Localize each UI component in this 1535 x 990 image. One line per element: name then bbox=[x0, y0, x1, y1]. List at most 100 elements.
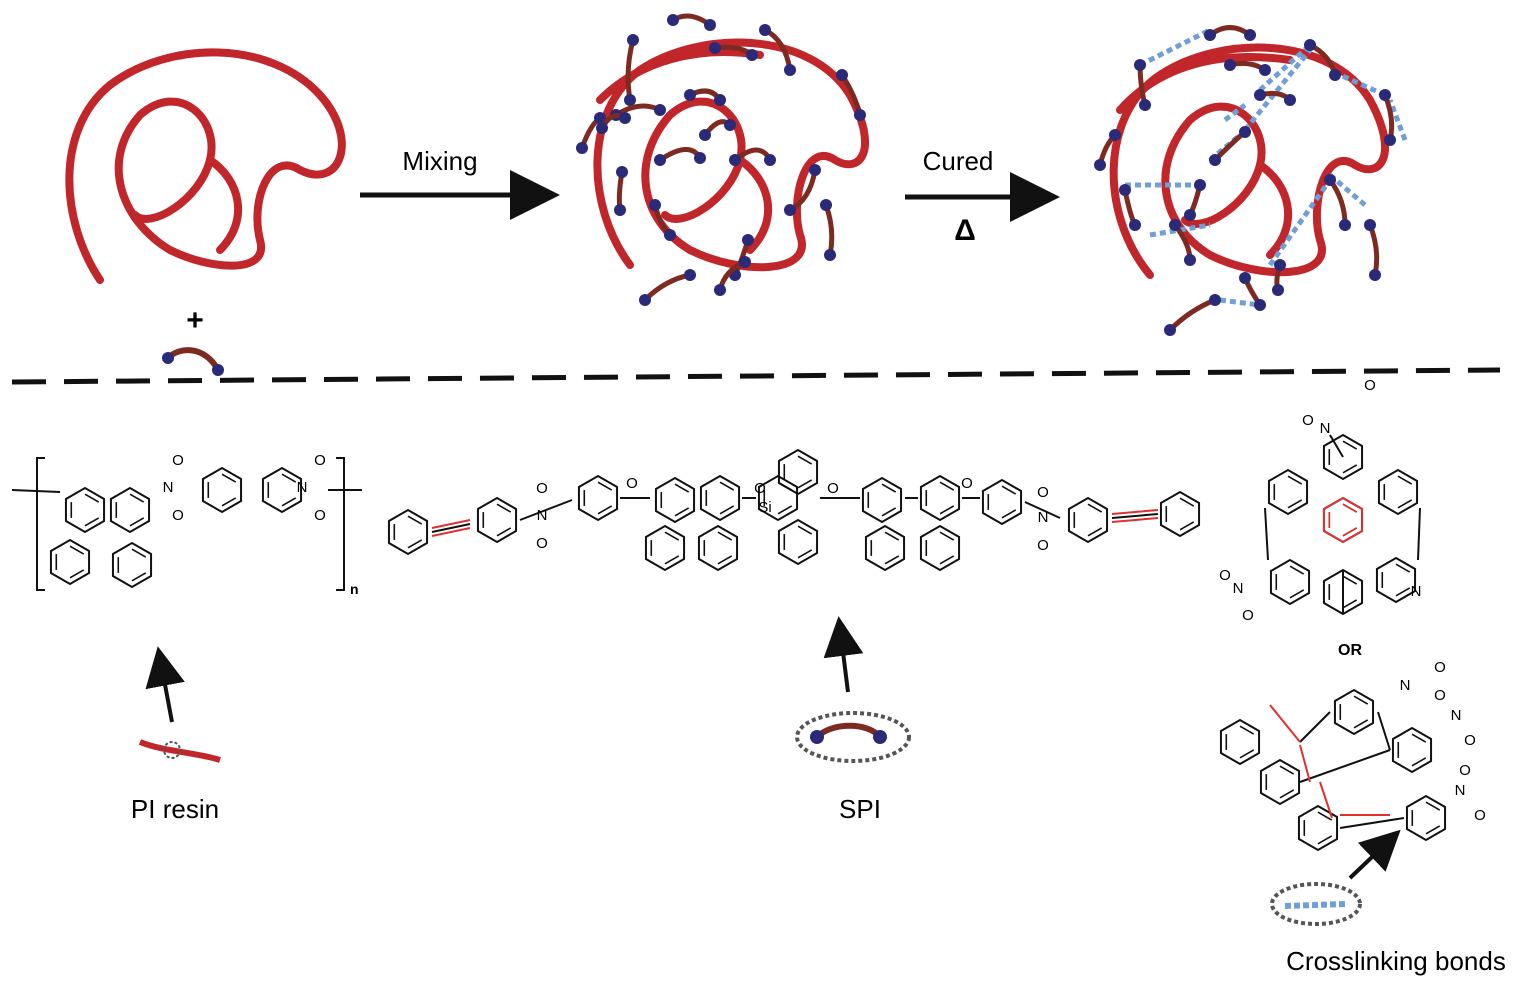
ring-bond bbox=[129, 493, 145, 503]
end-group-dot bbox=[1119, 184, 1131, 196]
benzene-ring bbox=[757, 474, 799, 522]
end-group-dot bbox=[1274, 259, 1286, 271]
bond bbox=[1377, 711, 1391, 751]
end-group-dot bbox=[820, 199, 832, 211]
atom-o: O bbox=[314, 452, 326, 469]
spi-chain bbox=[823, 202, 835, 258]
mixed-coil bbox=[593, 38, 869, 272]
ring-bond bbox=[1342, 599, 1358, 609]
atom-o: O bbox=[1464, 732, 1476, 749]
benzene-ring bbox=[111, 541, 153, 589]
ring-bond bbox=[1087, 527, 1103, 537]
ring-bond bbox=[664, 531, 680, 541]
end-group-dot bbox=[854, 109, 866, 121]
atom-o: O bbox=[1434, 687, 1446, 704]
benzene-ring bbox=[577, 474, 619, 522]
ring-bond bbox=[1239, 749, 1255, 759]
benzene-ring bbox=[861, 476, 903, 524]
ring-bond bbox=[674, 507, 690, 517]
ring-bond bbox=[1287, 499, 1303, 509]
end-group-dot bbox=[784, 64, 796, 76]
end-group-dot bbox=[1209, 154, 1221, 166]
end-group-dot bbox=[1369, 269, 1381, 281]
ring-bond bbox=[69, 545, 85, 555]
ring-bond bbox=[717, 555, 733, 565]
atom-o: O bbox=[1474, 807, 1486, 824]
ring-bond bbox=[717, 531, 733, 541]
benzene-ring bbox=[1219, 718, 1261, 766]
ring-bond bbox=[797, 479, 813, 489]
end-group-dot bbox=[1324, 174, 1336, 186]
benzene-ring bbox=[64, 486, 106, 534]
ring-bond bbox=[884, 531, 900, 541]
ring-bond bbox=[1279, 765, 1295, 775]
ring-bond bbox=[1397, 475, 1413, 485]
end-group-dot bbox=[709, 42, 721, 54]
atom-n: N bbox=[537, 507, 548, 524]
ring-bond bbox=[674, 483, 690, 493]
ring-bond bbox=[1425, 801, 1441, 811]
end-group-dot bbox=[1224, 59, 1236, 71]
end-group-dot bbox=[1184, 254, 1196, 266]
benzene-ring bbox=[109, 486, 151, 534]
end-group-dot bbox=[619, 112, 631, 124]
or-label: OR bbox=[1338, 642, 1362, 659]
crosslink-bond bbox=[1338, 72, 1387, 98]
ring-bond bbox=[797, 525, 813, 535]
end-group-dot bbox=[714, 284, 726, 296]
end-group-dot bbox=[764, 154, 776, 166]
highlight-bond bbox=[1299, 744, 1311, 783]
ring-bond bbox=[1179, 497, 1195, 507]
benzene-ring bbox=[261, 466, 303, 514]
atom-o: O bbox=[536, 480, 548, 497]
end-group-dot bbox=[1384, 134, 1396, 146]
benzene-ring bbox=[1391, 726, 1433, 774]
end-group-dot bbox=[809, 164, 821, 176]
atom-o: O bbox=[1242, 607, 1254, 624]
end-group-dot bbox=[742, 234, 754, 246]
end-group-dot bbox=[616, 166, 628, 178]
end-group-dot bbox=[1304, 39, 1316, 51]
atom-n: N bbox=[1411, 583, 1422, 600]
atom-n: N bbox=[297, 479, 308, 496]
benzene-ring bbox=[644, 524, 686, 572]
ring-bond bbox=[939, 555, 955, 565]
ring-bond bbox=[719, 505, 735, 515]
atom-o: O bbox=[172, 507, 184, 524]
benzene-ring bbox=[1259, 758, 1301, 806]
ring-bond bbox=[221, 473, 237, 483]
alkyne-bonds bbox=[431, 509, 1390, 819]
ring-bond bbox=[131, 572, 147, 582]
atom-o: O bbox=[1302, 412, 1314, 429]
benzene-ring bbox=[49, 538, 91, 586]
ring-bond bbox=[407, 539, 423, 549]
ring-bond bbox=[1289, 589, 1305, 599]
atom-o: O bbox=[314, 507, 326, 524]
end-group-dot bbox=[1209, 294, 1221, 306]
atom-o: O bbox=[961, 475, 973, 492]
aromatic-rings bbox=[49, 433, 1447, 852]
bond bbox=[431, 523, 471, 533]
bond bbox=[519, 499, 573, 521]
bond bbox=[1329, 434, 1344, 458]
bond bbox=[1299, 749, 1391, 783]
end-group-dot bbox=[729, 154, 741, 166]
ring-bond bbox=[84, 517, 100, 527]
end-group-dot bbox=[667, 14, 679, 26]
ring-bond bbox=[496, 527, 512, 537]
end-group-dot bbox=[162, 352, 174, 364]
end-group-dot bbox=[1329, 69, 1341, 81]
highlight-bond bbox=[1111, 517, 1159, 523]
end-group-dot bbox=[836, 69, 848, 81]
ring-bond bbox=[1342, 440, 1358, 450]
ring-bond bbox=[1411, 733, 1427, 743]
end-group-dot bbox=[714, 94, 726, 106]
end-group-dot bbox=[594, 112, 606, 124]
end-group-dot bbox=[212, 364, 224, 376]
atom-n: N bbox=[1233, 580, 1244, 597]
end-group-dot bbox=[824, 249, 836, 261]
end-group-dot bbox=[654, 104, 666, 116]
end-group-dot bbox=[1164, 324, 1176, 336]
benzene-ring bbox=[981, 478, 1023, 526]
